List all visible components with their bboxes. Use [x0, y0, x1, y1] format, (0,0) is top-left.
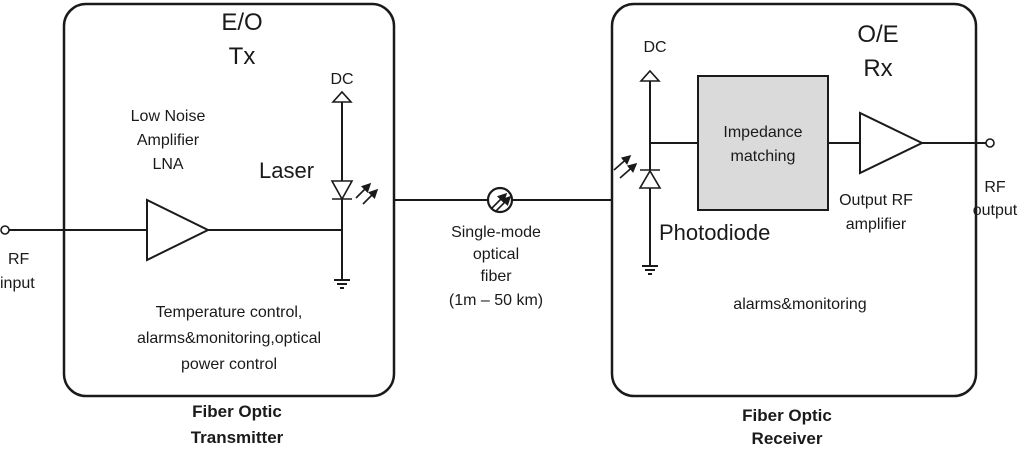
- tx-notes-line2: alarms&monitoring,optical: [137, 330, 321, 347]
- receiver-caption-line1: Fiber Optic: [742, 406, 832, 425]
- tx-notes-line1: Temperature control,: [156, 304, 303, 321]
- transmitter-title-line2: Tx: [229, 43, 256, 70]
- tx-ground-icon: [334, 279, 350, 289]
- rx-dc-label: DC: [643, 39, 666, 56]
- lna-amplifier-icon: [146, 198, 211, 262]
- rf-input-connector-icon: [0, 225, 10, 235]
- tx-dc-label: DC: [330, 71, 353, 88]
- laser-label: Laser: [259, 158, 314, 183]
- transmitter-caption-line1: Fiber Optic: [192, 402, 282, 421]
- lna-label-line3: LNA: [152, 156, 183, 173]
- photodiode-light-arrow-2: [619, 162, 638, 179]
- receiver-title-line1: O/E: [857, 21, 898, 48]
- rf-output-label-line2: output: [973, 202, 1018, 219]
- fiber-label-line2: optical: [473, 246, 519, 263]
- lna-label-line1: Low Noise: [131, 108, 206, 125]
- rf-input-label-line1: RF: [8, 251, 30, 268]
- impedance-matching-label-line2: matching: [731, 148, 796, 165]
- rf-output-label-line1: RF: [984, 179, 1006, 196]
- output-amp-label-line2: amplifier: [846, 216, 907, 233]
- transmitter-title-line1: E/O: [221, 9, 262, 36]
- rf-input-label-line2: input: [0, 275, 35, 292]
- lna-label-line2: Amplifier: [137, 132, 200, 149]
- rf-output-connector-icon: [985, 138, 995, 148]
- tx-notes-line3: power control: [181, 356, 277, 373]
- impedance-matching-box: [697, 75, 829, 211]
- fiber-connector-icon: [486, 186, 514, 214]
- fiber-label-line1: Single-mode: [451, 224, 541, 241]
- fiber-label-line3: fiber: [480, 268, 512, 285]
- rx-notes: alarms&monitoring: [733, 296, 866, 313]
- receiver-caption-line2: Receiver: [752, 429, 823, 448]
- fiber-label-line4: (1m – 50 km): [449, 292, 543, 309]
- receiver-title-line2: Rx: [863, 55, 892, 82]
- output-rf-amplifier-icon: [859, 111, 925, 175]
- laser-emission-arrow-2: [362, 188, 379, 205]
- laser-diode-icon: [330, 180, 354, 201]
- laser-emission-arrow-1: [355, 182, 372, 199]
- photodiode-light-arrow-1: [613, 154, 632, 171]
- rx-ground-icon: [642, 265, 658, 275]
- output-amp-label-line1: Output RF: [839, 192, 913, 209]
- photodiode-label: Photodiode: [659, 220, 770, 245]
- transmitter-caption-line2: Transmitter: [191, 428, 284, 447]
- impedance-matching-label-line1: Impedance: [723, 124, 802, 141]
